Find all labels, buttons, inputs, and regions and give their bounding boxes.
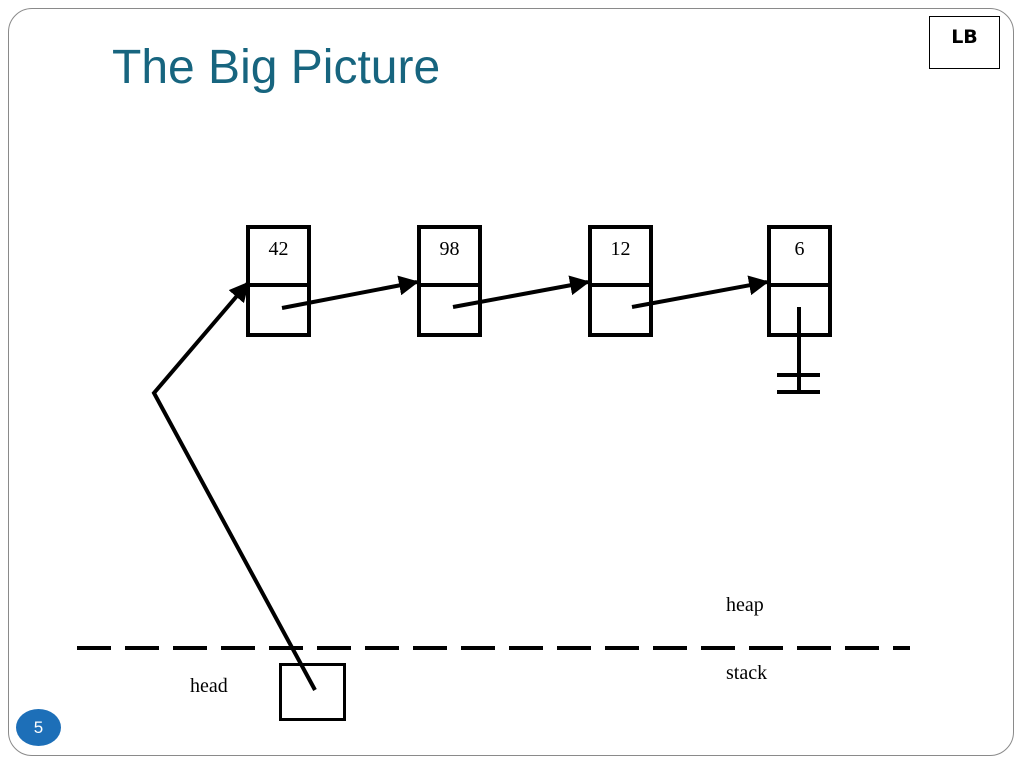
slide-title: The Big Picture bbox=[112, 41, 441, 94]
list-node-3: 12 bbox=[588, 225, 653, 337]
node-value: 98 bbox=[421, 229, 478, 287]
head-label: head bbox=[190, 675, 228, 697]
node-value: 12 bbox=[592, 229, 649, 287]
stack-label: stack bbox=[726, 662, 768, 684]
heap-label: heap bbox=[726, 594, 764, 616]
list-node-4: 6 bbox=[767, 225, 832, 337]
list-node-1: 42 bbox=[246, 225, 311, 337]
lb-badge: LB bbox=[929, 16, 1000, 69]
node-value: 6 bbox=[771, 229, 828, 287]
head-variable-box bbox=[279, 663, 346, 721]
list-node-2: 98 bbox=[417, 225, 482, 337]
page-number-badge: 5 bbox=[16, 709, 61, 746]
node-value: 42 bbox=[250, 229, 307, 287]
slide-frame bbox=[8, 8, 1014, 756]
